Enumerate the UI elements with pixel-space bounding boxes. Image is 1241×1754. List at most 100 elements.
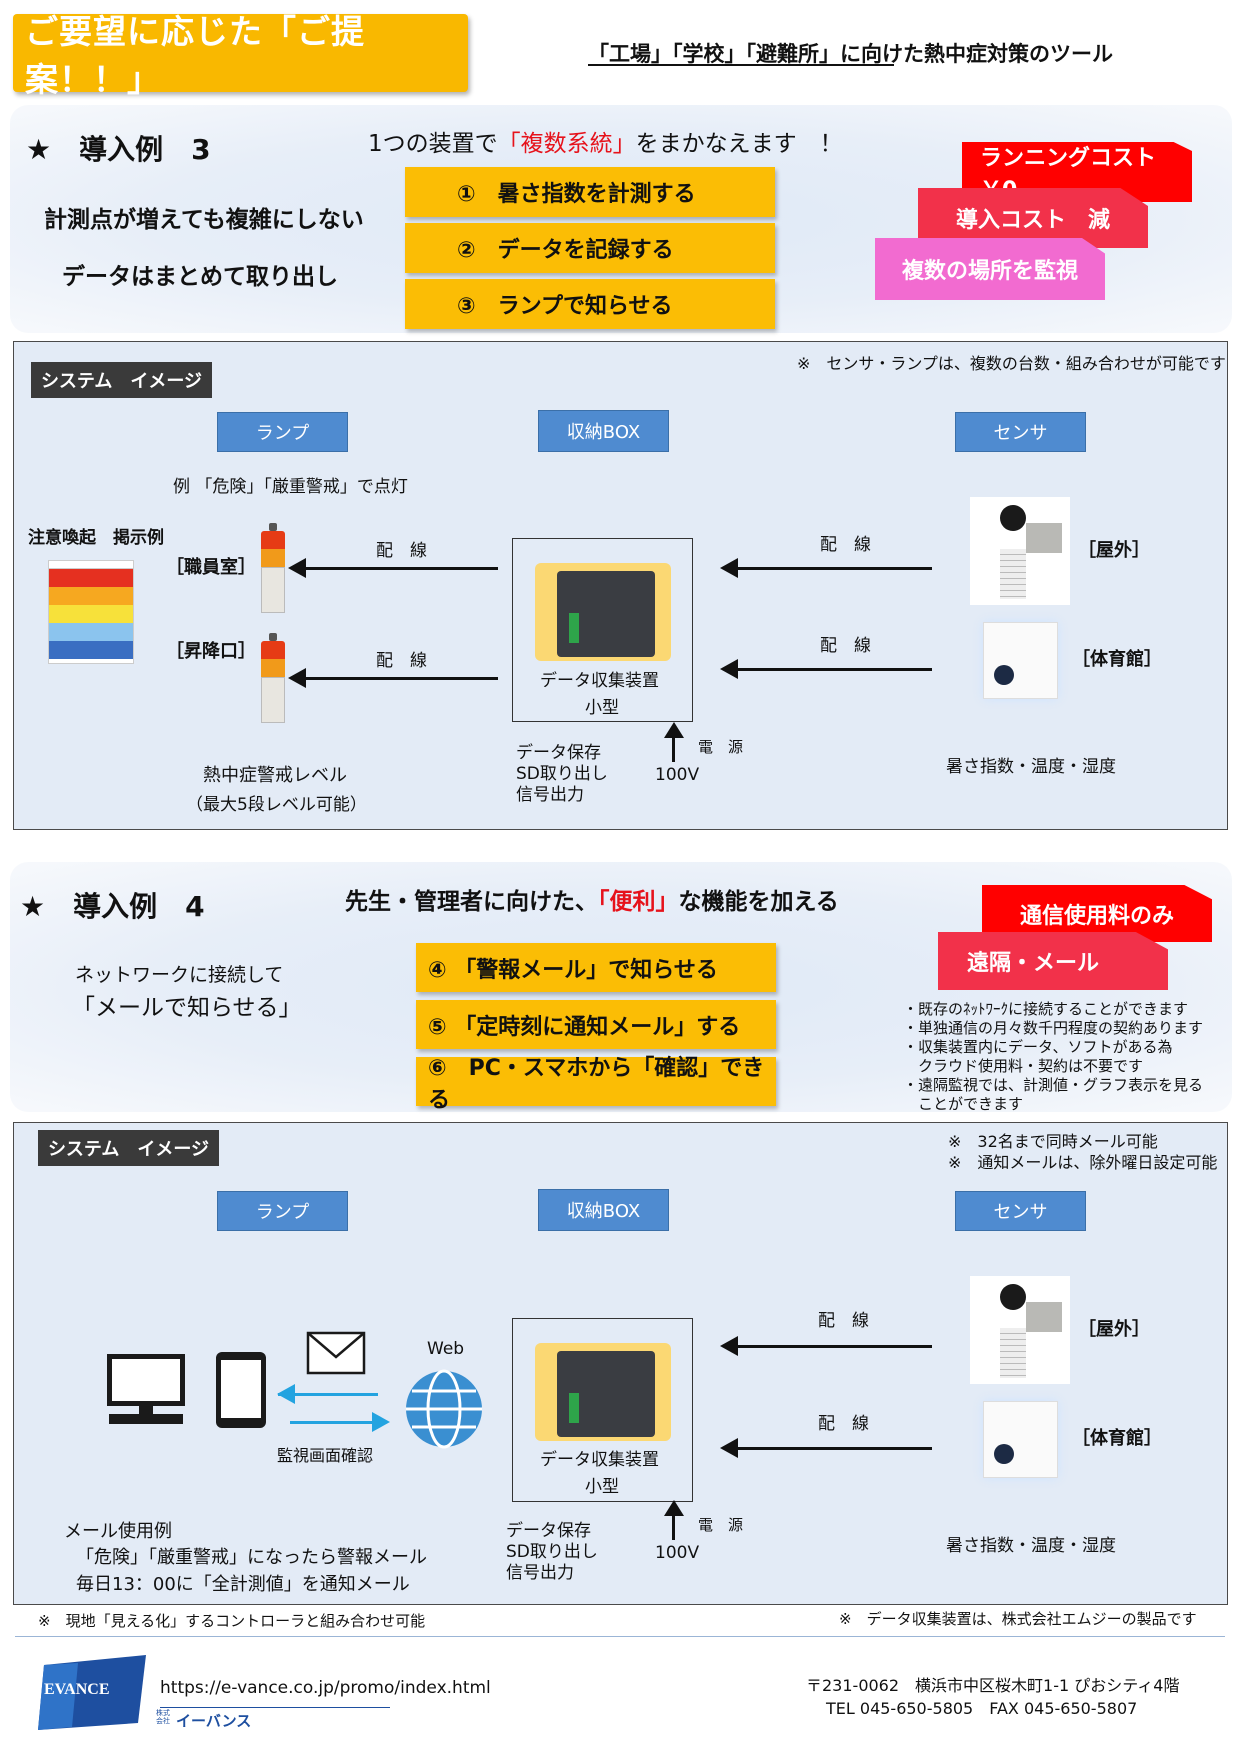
poster-level-severe [49, 587, 133, 605]
device-terminal [569, 613, 579, 643]
wire-to-lamp-2 [302, 677, 498, 680]
device-terminal [569, 1393, 579, 1423]
case3-point-1: 計測点が増えても複雑にしない [44, 207, 364, 233]
arrow-head-icon [720, 1336, 738, 1356]
headline-text: 1つの装置で [368, 131, 498, 157]
room-staff: ［職員室］ [166, 557, 256, 578]
signal-lamp-2 [258, 633, 288, 728]
sensor-gym-label: ［体育館］ [1072, 1428, 1162, 1449]
globe-icon [400, 1365, 488, 1453]
sensor-button: センサ [955, 1191, 1086, 1231]
case4-headline: 先生・管理者に向けた、「便利」な機能を加える [345, 882, 839, 916]
caution-poster [48, 560, 134, 664]
caution-title: 注意喚起 掲示例 [28, 528, 164, 548]
arrow-head-icon [720, 659, 738, 679]
subtitle-places: 「工場」「学校」「避難所」 [588, 42, 840, 66]
sd-out: SD取り出し [516, 764, 608, 784]
bullet-item: ・遠隔監視では、計測値・グラフ表示を見る [903, 1076, 1204, 1094]
system3-note: ※ センサ・ランプは、複数の台数・組み合わせが可能です [797, 354, 1226, 373]
feature-scheduled-mail: ⑤ 「定時刻に通知メール」する [416, 1000, 776, 1049]
arrow-head-icon [288, 558, 306, 578]
power-label: 電 源 [698, 1516, 744, 1534]
signal-out: 信号出力 [516, 785, 584, 805]
bullet-item: ・収集装置内にデータ、ソフトがある為 [903, 1038, 1173, 1056]
footer-note-right: ※ データ収集装置は、株式会社エムジーの製品です [839, 1610, 1197, 1628]
tag-remote-mail: 遠隔・メール [938, 932, 1168, 990]
feature-record: ② データを記録する [405, 223, 775, 273]
power-line [672, 1506, 675, 1540]
feature-measure: ① 暑さ指数を計測する [405, 167, 775, 217]
footer-note-left: ※ 現地「見える化」するコントローラと組み合わせ可能 [38, 1612, 426, 1630]
network-caption: ネットワークに接続して [75, 964, 284, 986]
arrow-left-icon [277, 1384, 295, 1404]
box-button: 収納BOX [538, 1189, 669, 1231]
arrow-head-icon [720, 558, 738, 578]
desktop-pc-icon [105, 1352, 187, 1426]
page-subtitle: 「工場」「学校」「避難所」に向けた熱中症対策のツール [588, 38, 1208, 68]
network-mail: 「メールで知らせる」 [72, 995, 302, 1021]
case4-heading: ★ 導入例 4 [20, 890, 205, 923]
url-underline [160, 1707, 390, 1708]
collector-device [535, 563, 671, 661]
case3-heading: ★ 導入例 3 [26, 133, 211, 166]
poster-level-danger [49, 569, 133, 587]
signal-out: 信号出力 [506, 1563, 574, 1583]
headline-text-end: な機能を加える [678, 889, 839, 915]
wire-label: 配 線 [818, 1414, 869, 1434]
feature-lamp: ③ ランプで知らせる [405, 279, 775, 329]
bullet-item: ・単独通信の月々数千円程度の契約あります [903, 1019, 1204, 1037]
arrow-right-icon [372, 1412, 390, 1432]
data-save: データ保存 [516, 743, 601, 763]
mail-envelope-icon [306, 1331, 366, 1375]
sensor-button: センサ [955, 412, 1086, 452]
sensor-outdoor-label: ［屋外］ [1078, 1319, 1150, 1340]
wire-to-lamp-1 [302, 567, 498, 570]
system4-note-1: ※ 32名まで同時メール可能 [948, 1132, 1158, 1151]
device-label: データ収集装置 [540, 1450, 659, 1470]
gym-sensor [983, 1401, 1058, 1478]
wire-label: 配 線 [820, 535, 871, 555]
bullet-item: クラウド使用料・契約は不要です [903, 1057, 1144, 1075]
alert-level-sub: （最大5段レベル可能） [186, 795, 367, 815]
case3-point-2: データはまとめて取り出し [62, 264, 338, 290]
wire-from-gym [736, 668, 932, 671]
bullet-item: ことができます [903, 1095, 1024, 1113]
feature-alert-mail: ④ 「警報メール」で知らせる [416, 943, 776, 992]
wire-from-outdoor [736, 567, 932, 570]
measures-label: 暑さ指数・温度・湿度 [946, 757, 1116, 777]
power-arrow-icon [664, 1500, 684, 1516]
lamp-button: ランプ [217, 1191, 348, 1231]
gym-sensor [983, 622, 1058, 699]
poster-level-notice [49, 641, 133, 659]
wire-from-outdoor [736, 1345, 932, 1348]
headline-emphasis: 「便利」 [598, 889, 679, 915]
poster-header [49, 561, 133, 569]
poster-level-warning [49, 605, 133, 623]
outdoor-sensor [970, 1276, 1070, 1384]
system4-note-2: ※ 通知メールは、除外曜日設定可能 [948, 1153, 1218, 1172]
device-size: 小型 [585, 1477, 619, 1497]
alert-level-title: 熱中症警戒レベル [203, 765, 347, 786]
footer-divider [15, 1636, 1225, 1637]
device-label: データ収集装置 [540, 671, 659, 691]
sd-out: SD取り出し [506, 1542, 598, 1562]
poster-level-caution [49, 623, 133, 641]
smartphone-icon [214, 1350, 268, 1430]
wire-label: 配 線 [818, 1311, 869, 1331]
company-tel: TEL 045-650-5805 FAX 045-650-5807 [826, 1699, 1138, 1718]
sensor-outdoor-label: ［屋外］ [1078, 540, 1150, 561]
mail-example-2: 毎日13：00に「全計測値」を通知メール [76, 1574, 410, 1595]
company-url[interactable]: https://e-vance.co.jp/promo/index.html [160, 1678, 491, 1698]
arrow-to-web-line [290, 1421, 375, 1424]
voltage-label: 100V [655, 765, 700, 785]
mail-example-title: メール使用例 [64, 1521, 172, 1542]
sensor-gym-label: ［体育館］ [1072, 649, 1162, 670]
headline-emphasis: 「複数系統」 [497, 131, 636, 157]
arrow-to-device-line [278, 1393, 378, 1396]
arrow-head-icon [288, 668, 306, 688]
monitor-label: 監視画面確認 [277, 1446, 374, 1465]
case3-headline: 1つの装置で「複数系統」をまかなえます ！ [368, 124, 843, 158]
logo-text: EVANCE [44, 1681, 110, 1698]
measures-label: 暑さ指数・温度・湿度 [946, 1536, 1116, 1556]
power-label: 電 源 [698, 738, 744, 756]
